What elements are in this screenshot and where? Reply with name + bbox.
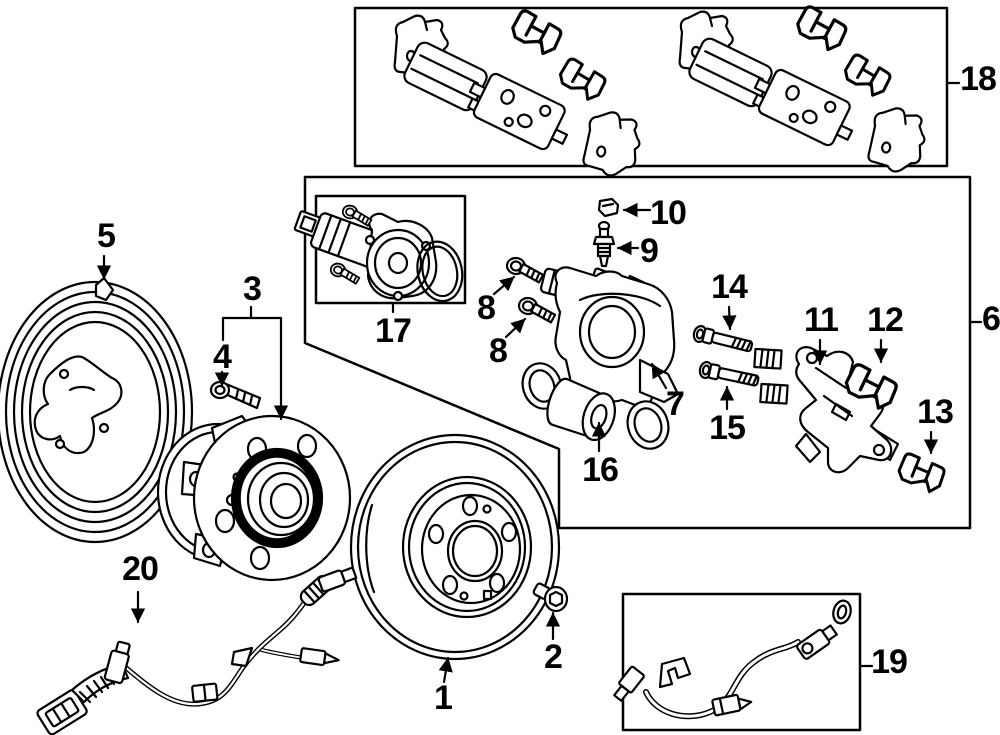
pin-boot-lower-drawing (757, 379, 791, 408)
callout-16: 16 (582, 451, 619, 489)
caliper-group-box (303, 175, 972, 530)
callout-6: 6 (982, 300, 1000, 338)
callout-8b: 8 (489, 332, 508, 370)
hub-bolt-drawing (209, 380, 262, 410)
brake-pad-set-left-drawing (395, 9, 644, 179)
callout-17: 17 (375, 312, 412, 350)
callout-1: 1 (434, 679, 453, 717)
brake-pad-set-right-drawing (680, 5, 929, 175)
dust-seal-drawing (626, 400, 670, 450)
brake-rotor-drawing (349, 433, 561, 661)
brake-hose-drawing (613, 599, 852, 720)
callout-13: 13 (917, 393, 954, 431)
bleeder-screw-drawing (592, 220, 616, 268)
callout-5: 5 (97, 217, 116, 255)
callout-8a: 8 (477, 289, 496, 327)
pad-retainer-clip-lower-drawing (895, 451, 947, 495)
callout-7: 7 (666, 385, 685, 423)
callout-12: 12 (867, 301, 904, 339)
actuator-box (314, 194, 467, 305)
arrow-14 (722, 305, 737, 331)
abs-sensor-wire-drawing (36, 566, 358, 735)
arrow-8b (504, 317, 527, 339)
hub-bearing-drawing (156, 414, 352, 582)
callout-14: 14 (711, 268, 748, 306)
arrow-8a (492, 275, 516, 296)
arrow-1 (438, 656, 453, 684)
callout-11: 11 (804, 301, 839, 339)
pin-boot-upper-drawing (751, 344, 785, 373)
callout-2: 2 (544, 638, 563, 676)
caliper-bolt-lower-drawing (516, 295, 558, 324)
caliper-body-drawing (539, 266, 680, 408)
slide-pin-upper-drawing (691, 323, 755, 356)
callout-15: 15 (709, 409, 746, 447)
actuator-drawing (293, 203, 464, 303)
slide-pin-lower-drawing (697, 359, 761, 390)
caliper-bracket-drawing (794, 346, 900, 474)
callout-20: 20 (122, 550, 159, 588)
callout-leaders (96, 81, 983, 684)
rotor-bolt-drawing (532, 582, 569, 613)
splash-shield-drawing (0, 276, 194, 544)
bleeder-cap-drawing (597, 197, 620, 218)
callout-9: 9 (640, 232, 659, 270)
hose-box (621, 592, 862, 732)
pad-kit-box (353, 6, 949, 168)
callout-18: 18 (960, 60, 997, 98)
callout-4: 4 (213, 338, 232, 376)
callout-3: 3 (243, 270, 262, 308)
callout-19: 19 (871, 643, 908, 681)
arrow-7 (650, 362, 668, 390)
callout-10: 10 (650, 194, 687, 232)
